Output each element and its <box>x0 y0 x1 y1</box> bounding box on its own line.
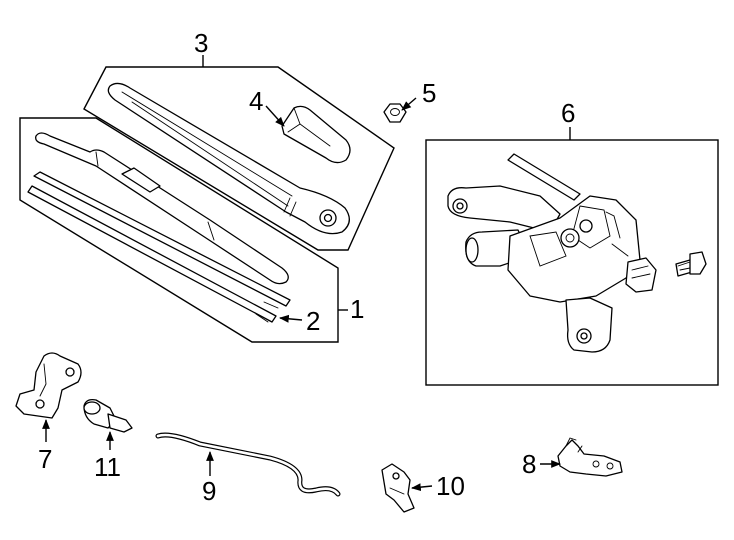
callout-8: 8 <box>522 449 536 479</box>
callout-11: 11 <box>94 452 121 482</box>
callout-10: 10 <box>436 471 465 501</box>
callout-7: 7 <box>38 444 52 474</box>
mount-bracket <box>15 352 82 419</box>
callout-6: 6 <box>561 98 575 128</box>
nut-part: 5 <box>383 78 436 123</box>
washer-hose <box>155 432 341 497</box>
nut <box>383 103 407 123</box>
hose-part-9: 9 <box>155 432 341 506</box>
clip-part-10: 10 <box>381 463 465 513</box>
arm-cap <box>281 105 351 164</box>
washer-nozzle <box>557 439 623 477</box>
wiper-arm-group: 4 3 <box>83 28 395 251</box>
motor-spindle <box>507 153 581 201</box>
blade-refill <box>33 171 291 307</box>
wiper-arm-box <box>83 66 395 251</box>
connector-part-11: 11 <box>83 398 133 482</box>
callout-3: 3 <box>194 28 208 58</box>
wiper-blade-group: 2 1 <box>19 117 364 343</box>
wiper-blade <box>35 132 289 285</box>
callout-5: 5 <box>422 78 436 108</box>
callout-1: 1 <box>350 294 364 324</box>
wiper-motor-box <box>425 139 719 386</box>
callout-4: 4 <box>249 86 263 116</box>
hose-clip <box>381 463 415 513</box>
callout-9: 9 <box>202 476 216 506</box>
callout-2: 2 <box>306 306 320 336</box>
bracket-part-7: 7 <box>15 352 82 474</box>
wiper-blade-box <box>19 117 339 343</box>
wiper-motor-group: 6 <box>425 98 719 386</box>
nozzle-part-8: 8 <box>522 437 623 479</box>
